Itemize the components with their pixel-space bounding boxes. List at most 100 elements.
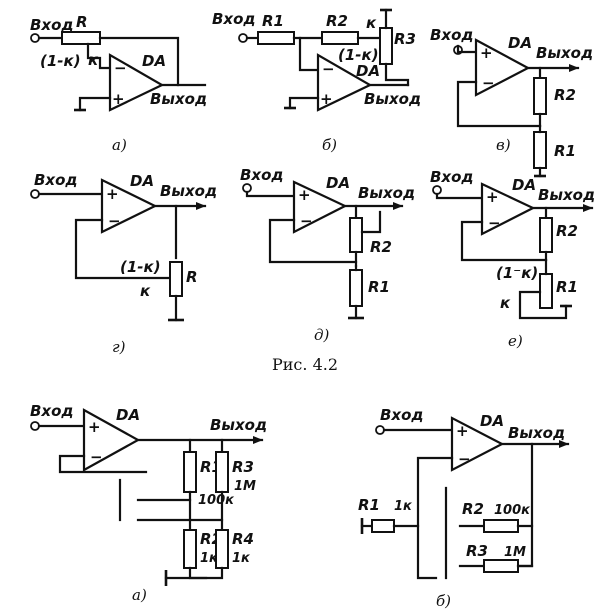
svg-text:DA: DA — [116, 406, 140, 424]
resistor-r2 — [533, 77, 547, 115]
opamp-da — [100, 178, 158, 234]
resistor-r — [61, 31, 101, 45]
svg-text:R: R — [186, 268, 198, 286]
k-label: к — [88, 51, 99, 69]
input-terminal — [242, 183, 252, 193]
svg-text:100к: 100к — [494, 503, 531, 518]
svg-text:DA: DA — [326, 174, 350, 192]
resistor-r2 — [349, 217, 363, 253]
svg-text:Выход: Выход — [210, 416, 267, 434]
svg-text:R1: R1 — [262, 12, 284, 30]
opamp-da — [108, 53, 165, 112]
svg-text:DA: DA — [480, 412, 504, 430]
figure-label: в) — [496, 136, 511, 154]
svg-text:DA: DA — [508, 34, 532, 52]
figure-label: г) — [112, 338, 126, 356]
svg-text:Выход: Выход — [538, 186, 595, 204]
svg-text:R: R — [76, 13, 88, 31]
svg-text:к: к — [140, 282, 151, 300]
svg-text:−: − — [322, 60, 335, 78]
svg-text:R3: R3 — [394, 30, 416, 48]
figure-label: д) — [314, 326, 330, 344]
svg-text:R1: R1 — [358, 496, 380, 514]
circuit-mid-g: Вход DA + − Выход R (1-к) к г) — [30, 171, 217, 356]
resistor-r2 — [183, 529, 197, 569]
output-label: Выход — [150, 90, 207, 108]
resistor-r1 — [349, 269, 363, 307]
figure-label: а) — [112, 136, 127, 154]
svg-text:R2: R2 — [556, 222, 578, 240]
svg-text:−: − — [114, 59, 127, 77]
svg-text:−: − — [458, 450, 471, 468]
svg-text:−: − — [108, 212, 121, 230]
circuit-top-a: Вход R (1-к) к DA − + Выход а) — [30, 13, 207, 154]
svg-text:Выход: Выход — [508, 424, 565, 442]
svg-text:Вход: Вход — [34, 171, 78, 189]
svg-text:к: к — [500, 294, 511, 312]
svg-text:+: + — [112, 90, 125, 108]
opamp-da — [480, 182, 536, 236]
resistor-r1 — [533, 131, 547, 169]
resistor-r — [169, 261, 183, 297]
svg-text:R2: R2 — [554, 86, 576, 104]
svg-text:R1: R1 — [556, 278, 578, 296]
opamp-da — [474, 38, 531, 97]
input-terminal — [30, 33, 40, 43]
svg-text:Вход: Вход — [380, 406, 424, 424]
svg-text:1М: 1М — [504, 545, 526, 560]
opamp-da — [450, 416, 505, 472]
opamp-da — [316, 53, 373, 112]
svg-text:R2: R2 — [326, 12, 348, 30]
resistor-r1 — [257, 31, 295, 45]
figure-label: а) — [132, 586, 147, 604]
svg-text:+: + — [486, 188, 499, 206]
resistor-r1 — [371, 519, 395, 533]
input-terminal — [238, 33, 248, 43]
svg-text:Выход: Выход — [536, 44, 593, 62]
resistor-r3 — [215, 451, 229, 493]
circuit-bottom-b: Вход DA + − Выход R1 1к R2 100к R3 1М б) — [358, 406, 570, 610]
svg-text:(1⁻к): (1⁻к) — [496, 264, 538, 282]
circuit-mid-d: Вход DA + − Выход R2 R1 д) — [240, 166, 415, 344]
svg-text:DA: DA — [356, 62, 380, 80]
svg-text:DA: DA — [142, 52, 166, 70]
input-label: Вход — [30, 16, 74, 34]
svg-text:R4: R4 — [232, 530, 254, 548]
resistor-r1 — [539, 273, 553, 309]
svg-text:+: + — [320, 90, 333, 108]
input-terminal — [30, 189, 40, 199]
circuit-top-b: Вход R1 R2 R3 к (1-к) DA − + Выход б) — [212, 8, 421, 154]
resistor-r1 — [183, 451, 197, 493]
svg-text:R1: R1 — [554, 142, 576, 160]
svg-text:−: − — [488, 214, 501, 232]
svg-text:R2: R2 — [370, 238, 392, 256]
input-terminal — [30, 421, 40, 431]
figure-label: б) — [436, 592, 451, 610]
svg-text:R2: R2 — [462, 500, 484, 518]
svg-text:(1-к): (1-к) — [338, 46, 379, 64]
circuit-bottom-a: Вход DA + − Выход R1 100к R3 1М R2 1к R4… — [30, 402, 267, 604]
circuit-mid-e: Вход DA + − Выход R2 R1 (1⁻к) к е) — [430, 168, 595, 350]
resistor-r2 — [539, 217, 553, 253]
svg-text:1М: 1М — [234, 479, 256, 494]
figure-label: е) — [508, 332, 523, 350]
input-terminal — [432, 185, 442, 195]
opamp-da — [82, 408, 141, 472]
svg-text:1к: 1к — [394, 499, 413, 514]
resistor-r3 — [379, 27, 393, 65]
svg-text:+: + — [106, 185, 119, 203]
svg-text:к: к — [366, 14, 377, 32]
svg-text:+: + — [480, 44, 493, 62]
svg-text:+: + — [456, 422, 469, 440]
svg-text:Выход: Выход — [364, 90, 421, 108]
svg-text:DA: DA — [512, 176, 536, 194]
svg-text:100к: 100к — [198, 493, 235, 508]
svg-text:Вход: Вход — [30, 402, 74, 420]
svg-text:−: − — [482, 74, 495, 92]
svg-text:+: + — [298, 186, 311, 204]
svg-text:−: − — [300, 212, 313, 230]
input-terminal — [375, 425, 385, 435]
svg-text:R3: R3 — [232, 458, 254, 476]
